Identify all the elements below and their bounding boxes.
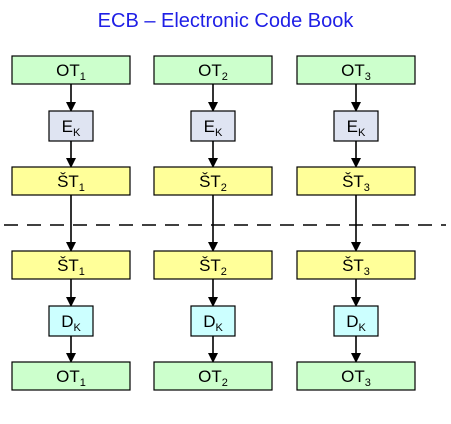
svg-text:DK: DK: [61, 312, 81, 334]
svg-text:OT3: OT3: [341, 61, 371, 83]
plaintext-box-3: OT3: [296, 55, 416, 85]
decrypt-box-2: DK: [190, 305, 236, 337]
plaintext-box-out-1: OT1: [11, 361, 131, 391]
svg-text:ŠT3: ŠT3: [342, 256, 370, 278]
svg-text:OT3: OT3: [341, 367, 371, 389]
encrypt-box-2: EK: [190, 110, 236, 142]
svg-text:ŠT1: ŠT1: [57, 172, 85, 194]
svg-text:ŠT2: ŠT2: [199, 172, 227, 194]
svg-text:EK: EK: [62, 117, 81, 139]
svg-text:OT2: OT2: [198, 367, 228, 389]
diagram-title: ECB – Electronic Code Book: [97, 10, 354, 32]
svg-text:EK: EK: [204, 117, 223, 139]
ciphertext-box-2: ŠT2: [153, 166, 273, 196]
svg-text:OT1: OT1: [56, 367, 86, 389]
svg-text:DK: DK: [346, 312, 366, 334]
svg-text:OT1: OT1: [56, 61, 86, 83]
plaintext-box-2: OT2: [153, 55, 273, 85]
plaintext-box-out-2: OT2: [153, 361, 273, 391]
encrypt-box-3: EK: [333, 110, 379, 142]
plaintext-box-1: OT1: [11, 55, 131, 85]
svg-text:ŠT1: ŠT1: [57, 256, 85, 278]
svg-text:OT2: OT2: [198, 61, 228, 83]
ciphertext-box-received-3: ŠT3: [296, 250, 416, 280]
svg-text:ŠT3: ŠT3: [342, 172, 370, 194]
ciphertext-box-received-2: ŠT2: [153, 250, 273, 280]
plaintext-box-out-3: OT3: [296, 361, 416, 391]
decrypt-box-1: DK: [48, 305, 94, 337]
ciphertext-box-3: ŠT3: [296, 166, 416, 196]
svg-text:DK: DK: [203, 312, 223, 334]
encrypt-box-1: EK: [48, 110, 94, 142]
decrypt-box-3: DK: [333, 305, 379, 337]
svg-text:EK: EK: [347, 117, 366, 139]
ciphertext-box-received-1: ŠT1: [11, 250, 131, 280]
svg-text:ŠT2: ŠT2: [199, 256, 227, 278]
ciphertext-box-1: ŠT1: [11, 166, 131, 196]
